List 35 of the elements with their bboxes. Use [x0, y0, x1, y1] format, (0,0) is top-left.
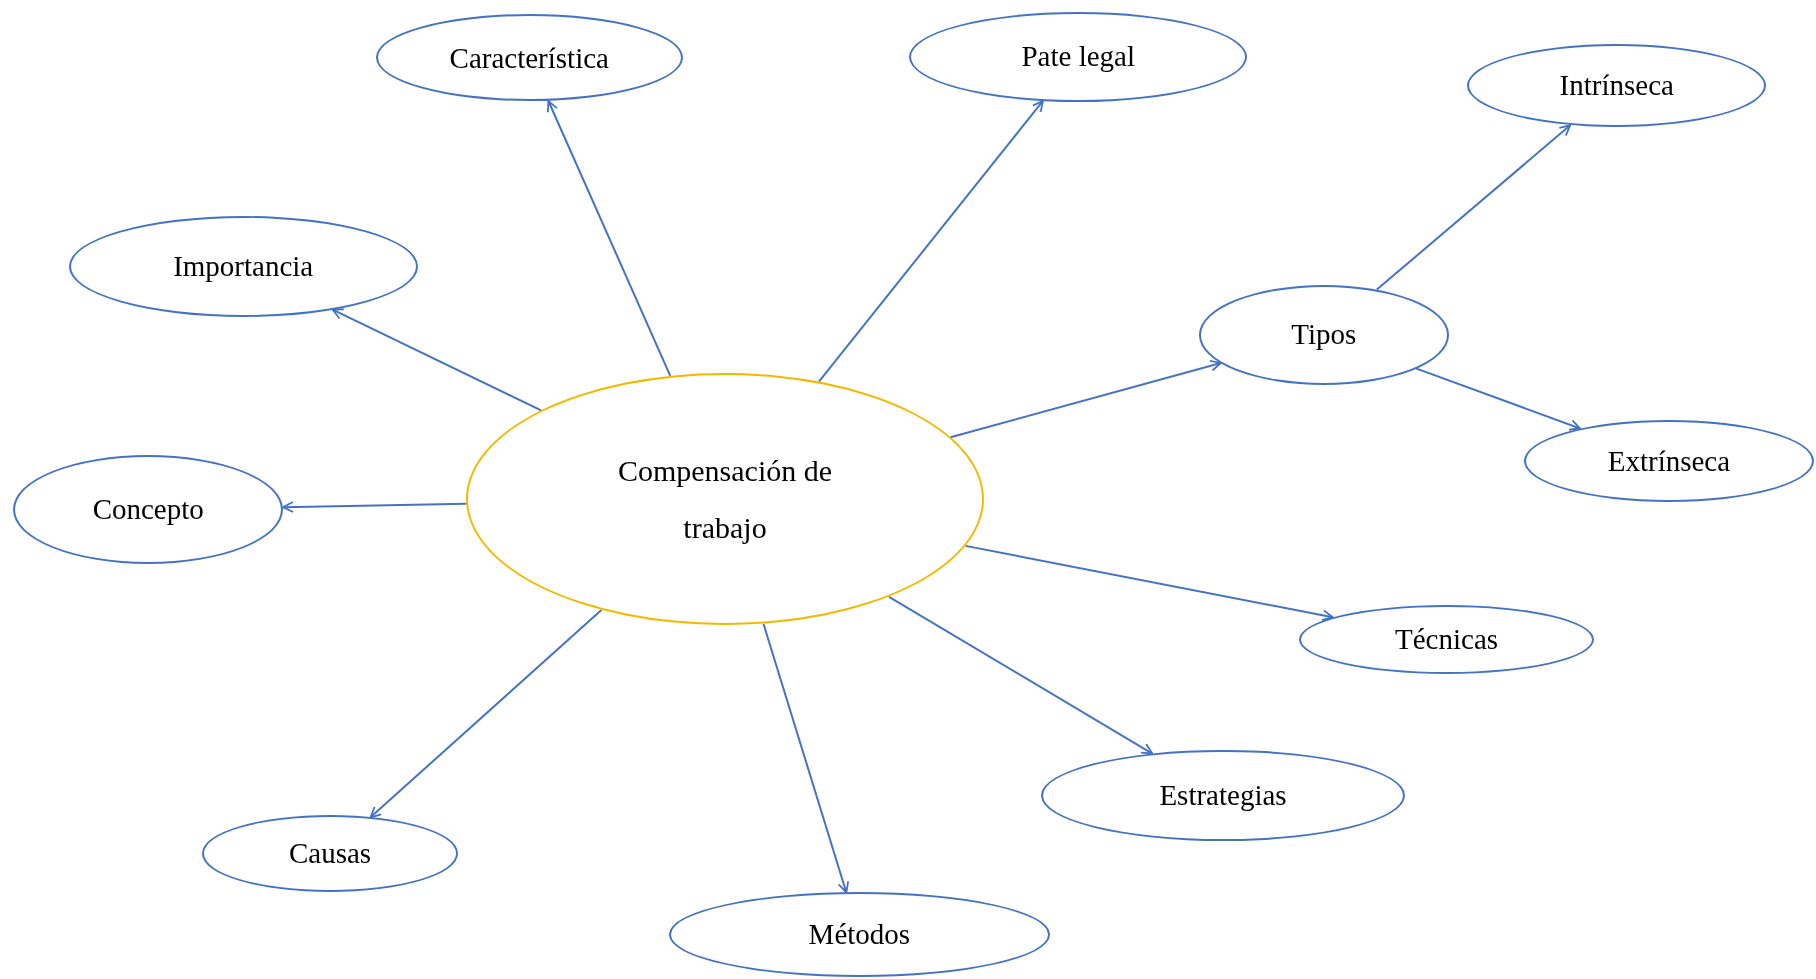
arrow [762, 623, 850, 894]
topic-label: Intrínseca [1559, 68, 1674, 104]
arrow [331, 308, 543, 412]
arrow [964, 544, 1334, 622]
topic-ellipse [1467, 44, 1767, 128]
topic-ellipse [1524, 419, 1814, 503]
topic-label: Métodos [808, 917, 911, 952]
topic-label: Extrínseca [1607, 443, 1731, 479]
topic-label: Técnicas [1395, 621, 1499, 657]
topic-label: Pate legal [1021, 39, 1135, 75]
arrow [817, 99, 1044, 383]
topic-label: Compensación de trabajo [616, 453, 834, 547]
arrow [369, 609, 603, 819]
topic-label: Causas [289, 836, 372, 871]
arrow [888, 595, 1154, 755]
topic-ellipse [909, 11, 1248, 102]
topic-label: Tipos [1291, 317, 1357, 353]
topic-ellipse [68, 216, 418, 317]
topic-ellipse [1041, 749, 1405, 842]
topic-ellipse [1298, 604, 1595, 675]
arrow [282, 501, 468, 513]
topic-ellipse [202, 815, 459, 892]
topic-label: Característica [449, 40, 609, 76]
topic-label: Concepto [92, 492, 204, 527]
topic-ellipse [1198, 284, 1449, 385]
topic-label: Estrategias [1159, 778, 1287, 814]
arrow [547, 100, 672, 377]
arrow [1414, 367, 1582, 431]
topic-ellipse [375, 14, 683, 102]
topic-ellipse [13, 455, 284, 564]
central-topic-ellipse [466, 372, 984, 626]
arrow [1375, 124, 1572, 291]
arrow [949, 359, 1222, 439]
topic-ellipse [668, 892, 1050, 977]
topic-label: Importancia [173, 248, 314, 284]
